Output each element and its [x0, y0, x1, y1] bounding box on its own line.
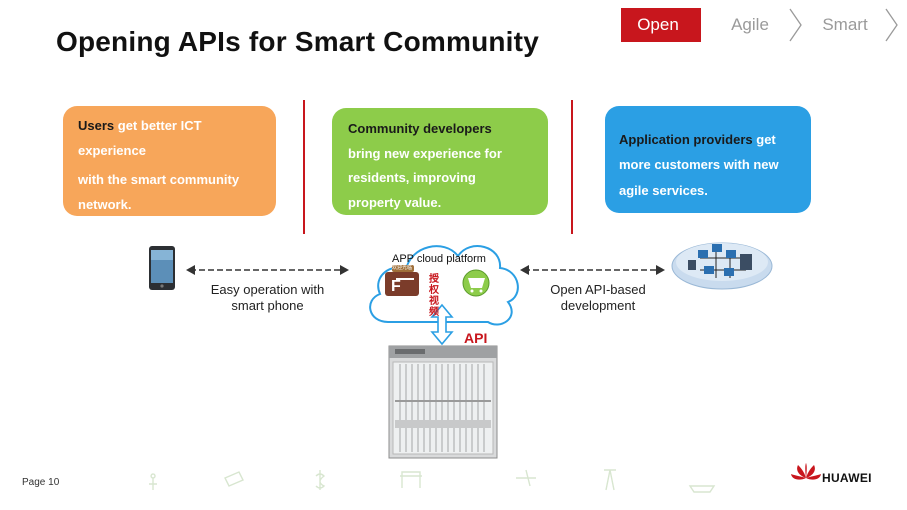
video-app-icon: 授权 视频 — [425, 274, 443, 318]
card-icon — [225, 472, 243, 486]
right-double-arrow-icon — [520, 265, 665, 275]
dollar-icon — [316, 470, 324, 490]
right-caption-line-2: development — [528, 298, 668, 314]
left-caption-line-1: Easy operation with — [190, 282, 345, 298]
app-icon-small-text: 欢迎光临 — [392, 264, 412, 271]
tower-icon — [604, 470, 616, 490]
network-icon — [672, 243, 772, 289]
smartphone-icon — [149, 246, 175, 290]
left-double-arrow-icon — [186, 265, 349, 275]
page-number: Page 10 — [22, 477, 59, 488]
api-label: API — [464, 330, 487, 346]
ship-icon — [690, 486, 714, 492]
plane-icon — [516, 470, 536, 486]
server-chassis-icon — [389, 346, 497, 458]
left-caption: Easy operation with smart phone — [190, 282, 345, 314]
left-caption-line-2: smart phone — [190, 298, 345, 314]
right-caption-line-1: Open API-based — [528, 282, 668, 298]
cart-app-icon — [463, 270, 489, 296]
person-icon — [149, 474, 157, 490]
brand-name: HUAWEI — [822, 471, 872, 485]
right-caption: Open API-based development — [528, 282, 668, 314]
building-icon — [400, 472, 422, 488]
decorative-icons — [149, 470, 714, 492]
svg-text:F: F — [391, 278, 401, 295]
huawei-logo-icon — [791, 463, 821, 480]
